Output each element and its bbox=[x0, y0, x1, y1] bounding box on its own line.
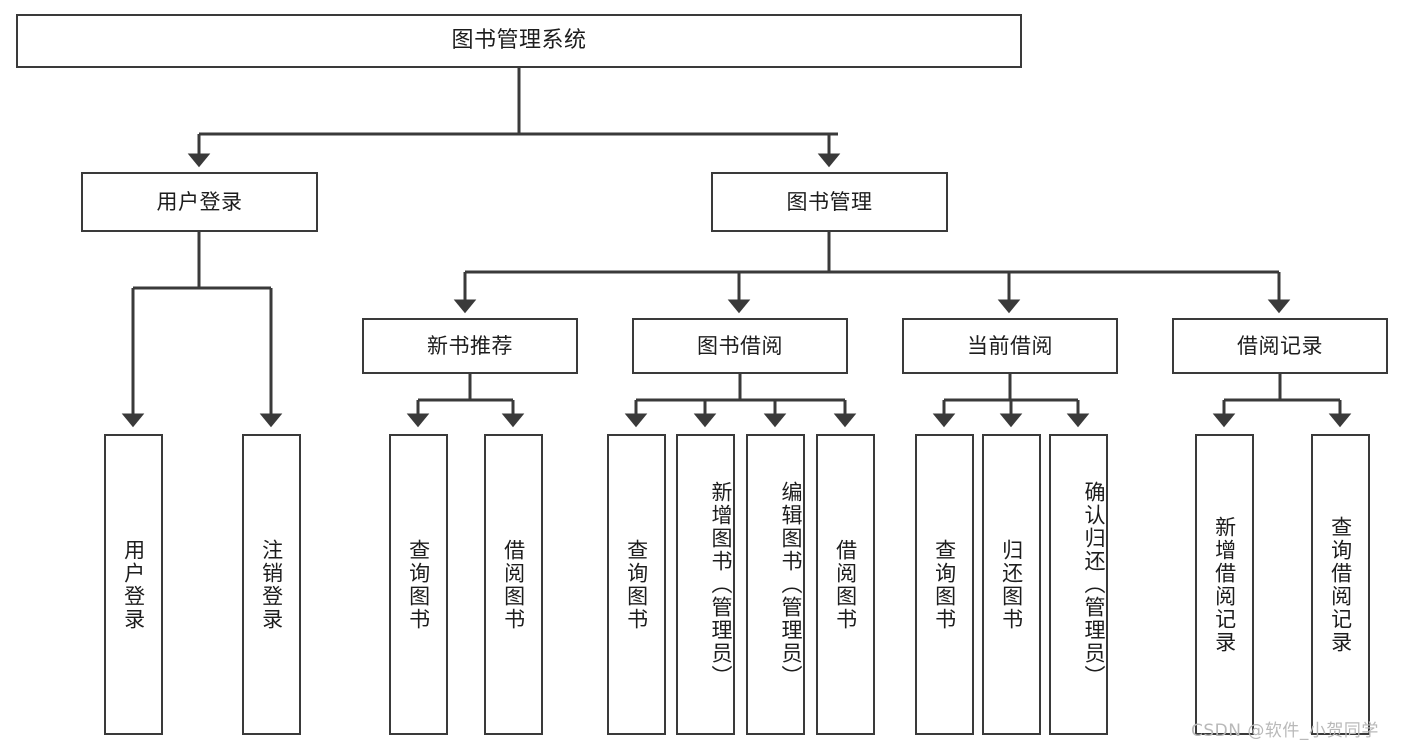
leaf-user-login-signin[interactable]: 用户登录 bbox=[104, 434, 163, 735]
csdn-watermark: CSDN @软件_小贺同学 bbox=[1191, 721, 1379, 741]
node-user-login[interactable]: 用户登录 bbox=[81, 172, 318, 232]
leaf-book-borrow-query[interactable]: 查询图书 bbox=[607, 434, 666, 735]
node-book-management[interactable]: 图书管理 bbox=[711, 172, 948, 232]
node-root-system[interactable]: 图书管理系统 bbox=[16, 14, 1022, 68]
node-book-borrow[interactable]: 图书借阅 bbox=[632, 318, 848, 374]
leaf-borrow-record-query[interactable]: 查询借阅记录 bbox=[1311, 434, 1370, 735]
leaf-current-borrow-query[interactable]: 查询图书 bbox=[915, 434, 974, 735]
leaf-new-book-query[interactable]: 查询图书 bbox=[389, 434, 448, 735]
leaf-current-borrow-return[interactable]: 归还图书 bbox=[982, 434, 1041, 735]
leaf-book-borrow-edit[interactable]: 编辑图书（管理员） bbox=[746, 434, 805, 735]
leaf-borrow-record-add[interactable]: 新增借阅记录 bbox=[1195, 434, 1254, 735]
leaf-book-borrow-lend[interactable]: 借阅图书 bbox=[816, 434, 875, 735]
leaf-book-borrow-add[interactable]: 新增图书（管理员） bbox=[676, 434, 735, 735]
node-current-borrow[interactable]: 当前借阅 bbox=[902, 318, 1118, 374]
leaf-new-book-borrow[interactable]: 借阅图书 bbox=[484, 434, 543, 735]
node-borrow-record[interactable]: 借阅记录 bbox=[1172, 318, 1388, 374]
node-new-book-recommend[interactable]: 新书推荐 bbox=[362, 318, 578, 374]
leaf-current-borrow-confirm-return[interactable]: 确认归还（管理员） bbox=[1049, 434, 1108, 735]
leaf-user-login-signout[interactable]: 注销登录 bbox=[242, 434, 301, 735]
